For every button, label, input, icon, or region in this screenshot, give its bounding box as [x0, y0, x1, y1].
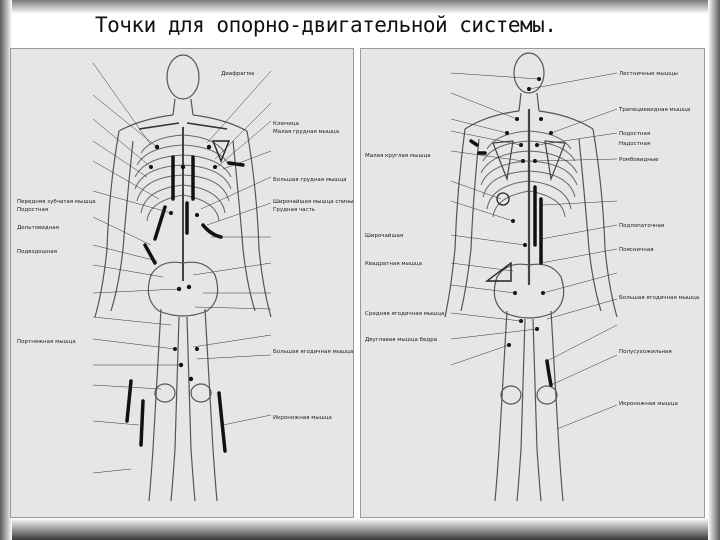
- label-teres-minor: Малая круглая мышца: [365, 153, 431, 159]
- label-psoas: Поясничная: [619, 247, 654, 253]
- label-infraspinatus: Подостная: [17, 207, 49, 213]
- label-infraspinatus: Подостная: [619, 131, 651, 137]
- label-sartorius: Портняжная мышца: [17, 339, 76, 345]
- label-gluteus-medius: Средняя ягодичная мышца: [365, 311, 445, 317]
- anterior-view-panel: Диафрагма Ключица Малая грудная мышца Пе…: [10, 48, 354, 518]
- label-semitendinosus: Полусухожильная: [619, 349, 672, 355]
- frame-edge-top: [0, 0, 720, 14]
- label-latissimus-dorsi: Широчайшая мышца спины: [273, 199, 354, 205]
- label-subscapularis: Подлопаточная: [619, 223, 665, 229]
- label-sternal-part: Грудная часть: [273, 207, 316, 213]
- label-deltoid: Дельтовидная: [17, 225, 59, 231]
- left-leg-outline: [204, 308, 218, 502]
- label-gluteus-maximus: Большая ягодичная мышца: [273, 349, 354, 355]
- frame-edge-left: [0, 0, 12, 540]
- label-gastrocnemius: Икроножная мышца: [273, 415, 332, 421]
- left-arm-outline: [246, 130, 272, 318]
- label-clavicle: Ключица: [273, 121, 299, 127]
- label-diaphragm: Диафрагма: [221, 71, 255, 77]
- posterior-view-panel: Лестничные мышцы Трапециевидная мышца По…: [360, 48, 705, 518]
- label-supraspinatus: Надостная: [619, 141, 651, 147]
- label-iliacus: Подвздошная: [17, 249, 57, 255]
- label-scalenes: Лестничные мышцы: [619, 71, 678, 77]
- frame-edge-bottom: [0, 518, 720, 540]
- label-biceps-femoris: Двуглавая мышца бедра: [365, 337, 438, 343]
- label-gluteus-maximus: Большая ягодичная мышца: [619, 295, 700, 301]
- pelvis: [147, 261, 219, 317]
- frame-edge-right: [708, 0, 720, 540]
- right-arm-outline: [94, 130, 120, 318]
- label-rhomboids: Ромбовидные: [619, 157, 659, 163]
- anterior-skeleton-diagram: [92, 54, 272, 502]
- ribcage: [134, 134, 232, 222]
- label-pectoralis-major: Большая грудная мышца: [273, 177, 347, 183]
- shoulder-outline: [118, 114, 248, 132]
- label-trapezius: Трапециевидная мышца: [619, 107, 691, 113]
- label-pectoralis-minor: Малая грудная мышца: [273, 129, 340, 135]
- label-serratus-anterior: Передняя зубчатая мышца: [17, 199, 96, 205]
- label-gastrocnemius: Икроножная мышца: [619, 401, 678, 407]
- label-latissimus: Широчайшая: [365, 233, 404, 239]
- slide-title: Точки для опорно-двигательной системы.: [95, 13, 557, 37]
- right-leg-outline: [148, 308, 162, 502]
- label-quadratus: Квадратная мышца: [365, 261, 423, 267]
- posterior-skeleton-diagram: [444, 52, 618, 502]
- skull-outline: [166, 54, 200, 100]
